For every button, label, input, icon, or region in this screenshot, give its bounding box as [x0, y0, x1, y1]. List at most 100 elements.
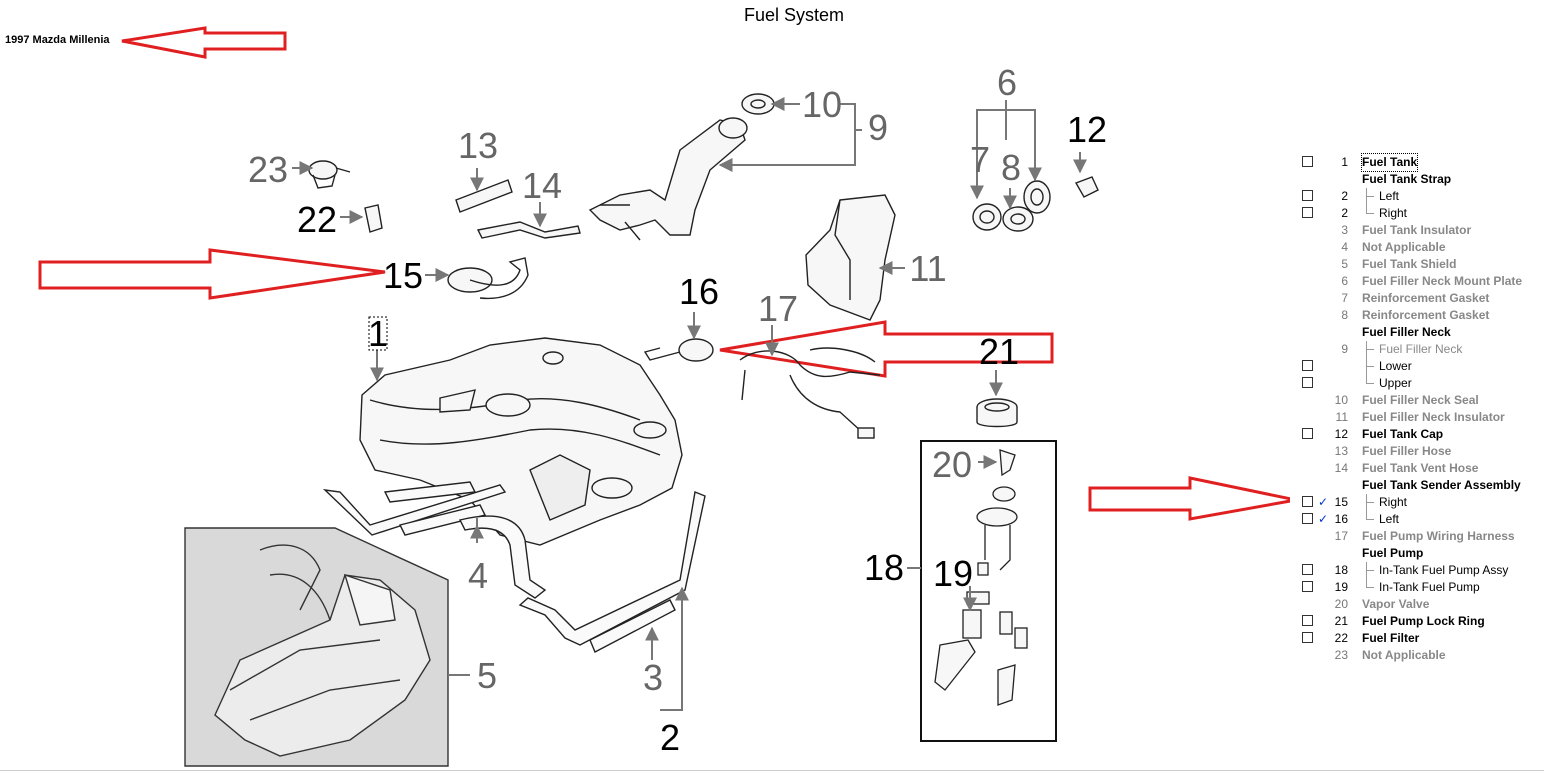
- part-label[interactable]: In-Tank Fuel Pump Assy: [1379, 563, 1509, 577]
- part-checkbox[interactable]: [1302, 377, 1313, 388]
- parts-list-row[interactable]: Fuel Tank Strap: [1296, 171, 1536, 188]
- part-label[interactable]: Right: [1379, 495, 1408, 509]
- parts-list-row[interactable]: Fuel Pump: [1296, 545, 1536, 562]
- part-label[interactable]: Reinforcement Gasket: [1362, 308, 1490, 322]
- part-checkbox[interactable]: [1302, 190, 1313, 201]
- callout-22[interactable]: 22: [297, 199, 337, 240]
- part-checkbox[interactable]: [1302, 360, 1313, 371]
- annotation-arrow-vehicle: [121, 26, 287, 59]
- callout-23[interactable]: 23: [248, 149, 288, 190]
- callout-12[interactable]: 12: [1067, 109, 1107, 150]
- callout-21[interactable]: 21: [979, 331, 1019, 372]
- callout-17[interactable]: 17: [758, 288, 798, 329]
- part-label[interactable]: Fuel Filler Hose: [1362, 444, 1452, 458]
- callout-6[interactable]: 6: [997, 62, 1017, 103]
- callout-7[interactable]: 7: [970, 139, 990, 180]
- part-label[interactable]: Fuel Filler Neck: [1379, 342, 1463, 356]
- parts-list-row[interactable]: Lower: [1296, 358, 1536, 375]
- part-label[interactable]: Reinforcement Gasket: [1362, 291, 1490, 305]
- part-label[interactable]: Left: [1379, 189, 1400, 203]
- part-label[interactable]: Not Applicable: [1362, 648, 1446, 662]
- part-label[interactable]: Fuel Tank: [1360, 153, 1419, 172]
- tree-connector: [1366, 205, 1376, 222]
- part-checkbox[interactable]: [1302, 207, 1313, 218]
- part-checkbox[interactable]: [1302, 615, 1313, 626]
- part-label[interactable]: Fuel Tank Strap: [1362, 172, 1452, 186]
- part-checkbox[interactable]: [1302, 496, 1313, 507]
- part-label[interactable]: Vapor Valve: [1362, 597, 1430, 611]
- part-label[interactable]: Fuel Pump Lock Ring: [1362, 614, 1485, 628]
- part-label[interactable]: Fuel Pump: [1362, 546, 1424, 560]
- part-label[interactable]: Fuel Tank Insulator: [1362, 223, 1472, 237]
- part-checkbox[interactable]: [1302, 632, 1313, 643]
- parts-list-row[interactable]: Fuel Tank Sender Assembly: [1296, 477, 1536, 494]
- callout-1[interactable]: 1: [368, 313, 388, 354]
- parts-list-row[interactable]: Upper: [1296, 375, 1536, 392]
- part-label[interactable]: Fuel Tank Shield: [1362, 257, 1457, 271]
- callout-13[interactable]: 13: [458, 125, 498, 166]
- part-label[interactable]: Fuel Pump Wiring Harness: [1362, 529, 1515, 543]
- callout-2[interactable]: 2: [660, 717, 680, 758]
- callout-11[interactable]: 11: [909, 248, 946, 289]
- part-label[interactable]: Fuel Filter: [1362, 631, 1420, 645]
- part-label[interactable]: Not Applicable: [1362, 240, 1446, 254]
- callout-4[interactable]: 4: [468, 555, 488, 596]
- part-label[interactable]: Right: [1379, 206, 1408, 220]
- lock-ring-illustration: [976, 398, 1018, 428]
- part-label[interactable]: Fuel Tank Vent Hose: [1362, 461, 1479, 475]
- part-checkbox[interactable]: [1302, 564, 1313, 575]
- callout-20[interactable]: 20: [932, 444, 972, 485]
- part-checkbox[interactable]: [1302, 156, 1313, 167]
- part-label[interactable]: Fuel Filler Neck: [1362, 325, 1451, 339]
- callout-15[interactable]: 15: [383, 255, 423, 296]
- part-label[interactable]: Fuel Tank Cap: [1362, 427, 1444, 441]
- part-label[interactable]: Upper: [1379, 376, 1412, 390]
- leader-lines: [292, 97, 1087, 711]
- parts-list-row[interactable]: Fuel Filler Neck: [1296, 324, 1536, 341]
- callout-18[interactable]: 18: [864, 547, 904, 588]
- callout-14[interactable]: 14: [522, 165, 562, 206]
- part-number: 15: [1334, 495, 1348, 509]
- part-checkbox[interactable]: [1302, 513, 1313, 524]
- part-label[interactable]: Fuel Filler Neck Insulator: [1362, 410, 1505, 424]
- callout-10[interactable]: 10: [802, 84, 842, 125]
- callout-8[interactable]: 8: [1001, 147, 1021, 188]
- callout-9[interactable]: 9: [868, 107, 888, 148]
- part-label[interactable]: Fuel Filler Neck Seal: [1362, 393, 1479, 407]
- callout-19[interactable]: 19: [933, 553, 973, 594]
- part-label[interactable]: Lower: [1379, 359, 1412, 373]
- callout-5[interactable]: 5: [477, 655, 497, 696]
- part-label[interactable]: In-Tank Fuel Pump: [1379, 580, 1480, 594]
- part-checkbox[interactable]: [1302, 581, 1313, 592]
- callout-3[interactable]: 3: [643, 657, 663, 698]
- callout-16[interactable]: 16: [679, 271, 719, 312]
- part-label[interactable]: Fuel Filler Neck Mount Plate: [1362, 274, 1523, 288]
- part-label[interactable]: Left: [1379, 512, 1400, 526]
- part-checkbox[interactable]: [1302, 428, 1313, 439]
- part-label[interactable]: Fuel Tank Sender Assembly: [1362, 478, 1521, 492]
